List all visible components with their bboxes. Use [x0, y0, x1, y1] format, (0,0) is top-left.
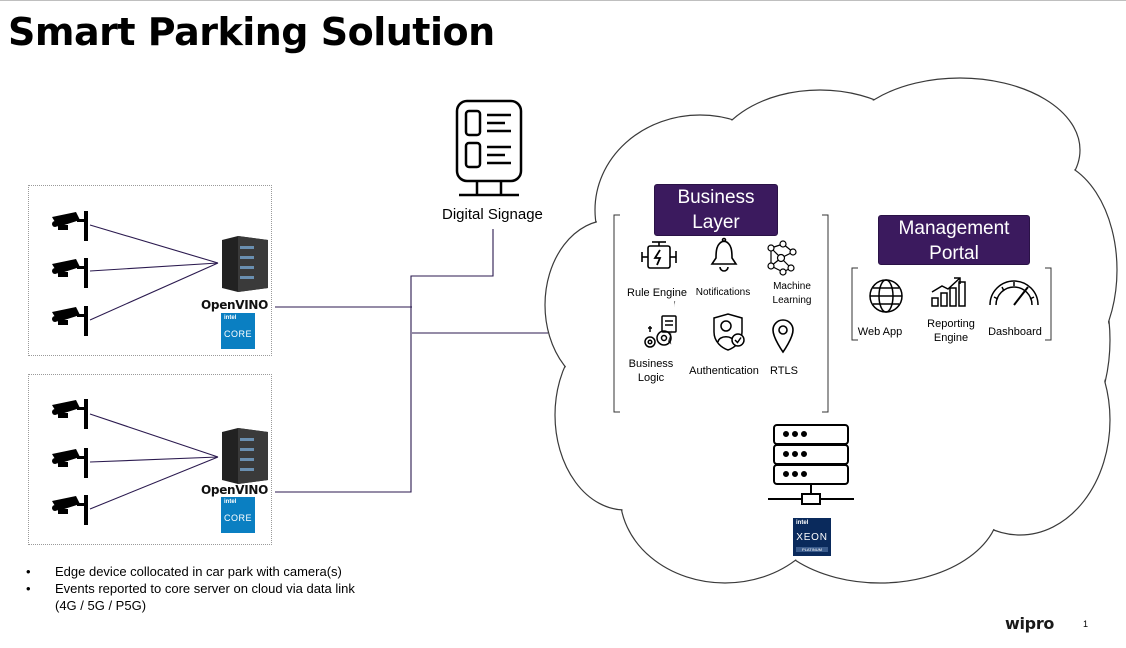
intel-xeon-tier: XEON: [796, 532, 828, 543]
camera-icon: [52, 211, 88, 241]
camera-icon: [52, 306, 88, 336]
web-app-label: Web App: [857, 326, 903, 338]
note-item: Events reported to core server on cloud …: [26, 580, 356, 614]
edge-server-icon: [222, 236, 268, 292]
gears-document-icon: [644, 315, 677, 348]
digital-signage-label: Digital Signage: [442, 206, 543, 223]
neural-network-icon: [767, 240, 797, 276]
openvino-label: OpenVINO: [201, 298, 269, 312]
dashboard-label: Dashboard: [988, 326, 1042, 338]
camera-icon: [52, 258, 88, 288]
business-layer-bracket: [613, 214, 829, 413]
rule-engine-label: Rule Engine: [627, 287, 687, 299]
camera-links-site-1: [89, 224, 219, 321]
top-rule: [0, 0, 1126, 1]
intel-core-tier: CORE: [224, 329, 253, 339]
business-layer-header: Business Layer: [654, 184, 778, 236]
user-shield-icon: [713, 313, 745, 351]
camera-links-site-2: [89, 413, 219, 510]
intel-core-badge: intel CORE: [221, 313, 255, 349]
notifications-label: Notifications: [695, 287, 751, 298]
globe-icon: [869, 279, 903, 313]
notes-list: Edge device collocated in car park with …: [26, 563, 356, 614]
wipro-logo: wipro: [1005, 614, 1055, 633]
digital-signage-icon: [455, 99, 523, 197]
intel-core-brand: intel: [224, 499, 237, 505]
page-number: 1: [1083, 619, 1089, 629]
uplink-site-2: [275, 229, 494, 493]
camera-icon: [52, 399, 88, 429]
gauge-icon: [989, 280, 1039, 306]
authentication-label: Authentication: [689, 365, 759, 377]
management-portal-bracket: [851, 267, 1052, 341]
intel-xeon-brand: intel: [796, 520, 809, 526]
machine-learning-label: Machine Learning: [772, 281, 812, 306]
edge-site-box-2: [28, 374, 272, 545]
rtls-label: RTLS: [770, 365, 798, 377]
business-logic-label: Business Logic: [628, 358, 674, 384]
intel-core-brand: intel: [224, 315, 237, 321]
core-server-icon: [768, 424, 854, 505]
slide-title: Smart Parking Solution: [8, 10, 495, 54]
growth-chart-icon: [931, 277, 966, 307]
intel-xeon-badge: intel XEON PLATINUM: [793, 518, 831, 556]
intel-xeon-sub: PLATINUM: [796, 547, 828, 552]
reporting-engine-label: Reporting Engine: [927, 318, 975, 344]
openvino-label: OpenVINO: [201, 483, 269, 497]
edge-site-box-1: [28, 185, 272, 356]
intel-core-badge: intel CORE: [221, 497, 255, 533]
management-portal-header: Management Portal: [878, 215, 1030, 265]
note-item: Edge device collocated in car park with …: [26, 563, 356, 580]
edge-server-icon: [222, 428, 268, 484]
location-pin-icon: [772, 319, 794, 354]
camera-icon: [52, 448, 88, 478]
bell-icon: [710, 237, 738, 272]
intel-core-tier: CORE: [224, 513, 253, 523]
engine-icon: [641, 241, 677, 269]
camera-icon: [52, 495, 88, 525]
